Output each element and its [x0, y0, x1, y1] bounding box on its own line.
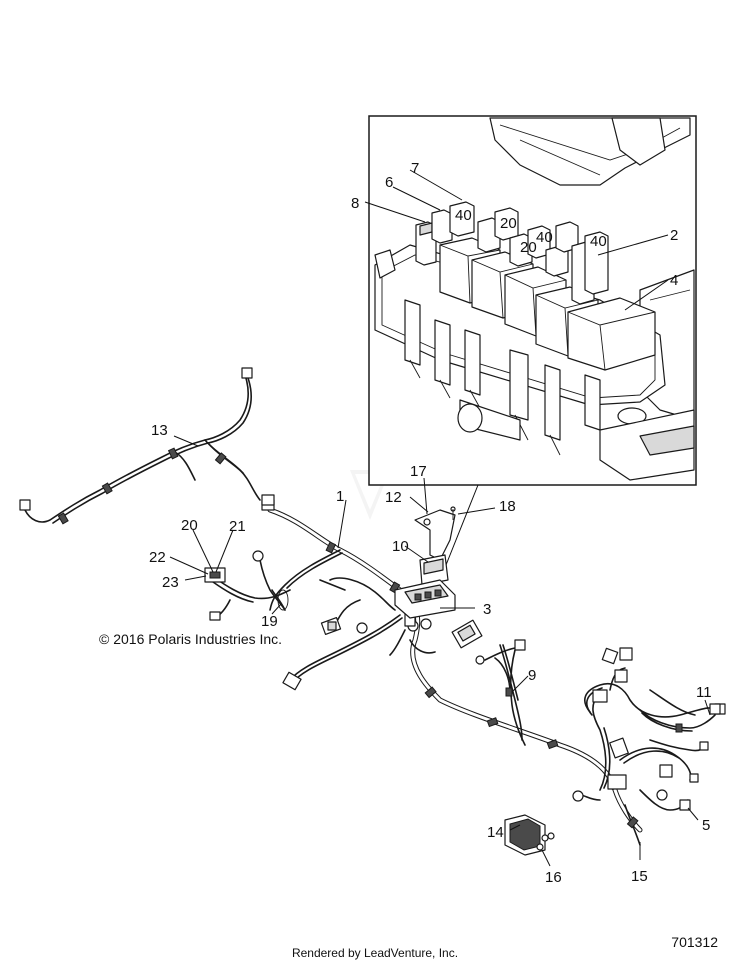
relay-mark: 40 [590, 233, 607, 250]
relay-mark: 40 [536, 229, 553, 246]
callout-20: 20 [181, 517, 198, 534]
leader-lines [169, 169, 711, 867]
fuse-box-assembly [394, 506, 456, 619]
callout-9: 9 [528, 667, 536, 684]
callout-12: 12 [385, 489, 402, 506]
callout-21: 21 [229, 518, 246, 535]
callout-16: 16 [545, 869, 562, 886]
diagram-reference-number: 701312 [671, 934, 718, 950]
fuse-row: 40 40 20 40 20 [415, 201, 609, 305]
callout-1: 1 [336, 488, 344, 505]
callout-13: 13 [151, 422, 168, 439]
relay-mark: 20 [500, 215, 517, 232]
relay-mark: 40 [455, 207, 472, 224]
callout-23: 23 [162, 574, 179, 591]
relay-mark: 20 [520, 239, 537, 256]
part-13-harness [19, 367, 275, 525]
main-harness [261, 499, 726, 846]
relay-box-detail-inset: 40 40 20 40 20 [368, 115, 697, 486]
regulator-module [504, 814, 555, 856]
callout-5: 5 [702, 817, 710, 834]
callout-18: 18 [499, 498, 516, 515]
callout-7: 7 [411, 160, 419, 177]
callout-22: 22 [149, 549, 166, 566]
callout-labels: 1 2 3 4 5 6 7 8 9 10 11 12 13 14 15 16 1… [149, 160, 712, 886]
render-credit-footer: Rendered by LeadVenture, Inc. [291, 946, 459, 960]
part-11-harness [639, 703, 721, 733]
relay-row [439, 237, 656, 371]
callout-8: 8 [351, 195, 359, 212]
callout-6: 6 [385, 174, 393, 191]
copyright-notice: © 2016 Polaris Industries Inc. [99, 631, 283, 647]
callout-19: 19 [261, 613, 278, 630]
callout-17: 17 [410, 463, 427, 480]
callout-4: 4 [670, 272, 678, 289]
parts-19-23-harness [204, 550, 291, 621]
callout-3: 3 [483, 601, 491, 618]
callout-2: 2 [670, 227, 678, 244]
callout-10: 10 [392, 538, 409, 555]
callout-11: 11 [696, 684, 712, 701]
callout-15: 15 [631, 868, 648, 885]
part-9-harness [494, 649, 526, 746]
callout-14: 14 [487, 824, 504, 841]
part-5-component [679, 799, 691, 811]
